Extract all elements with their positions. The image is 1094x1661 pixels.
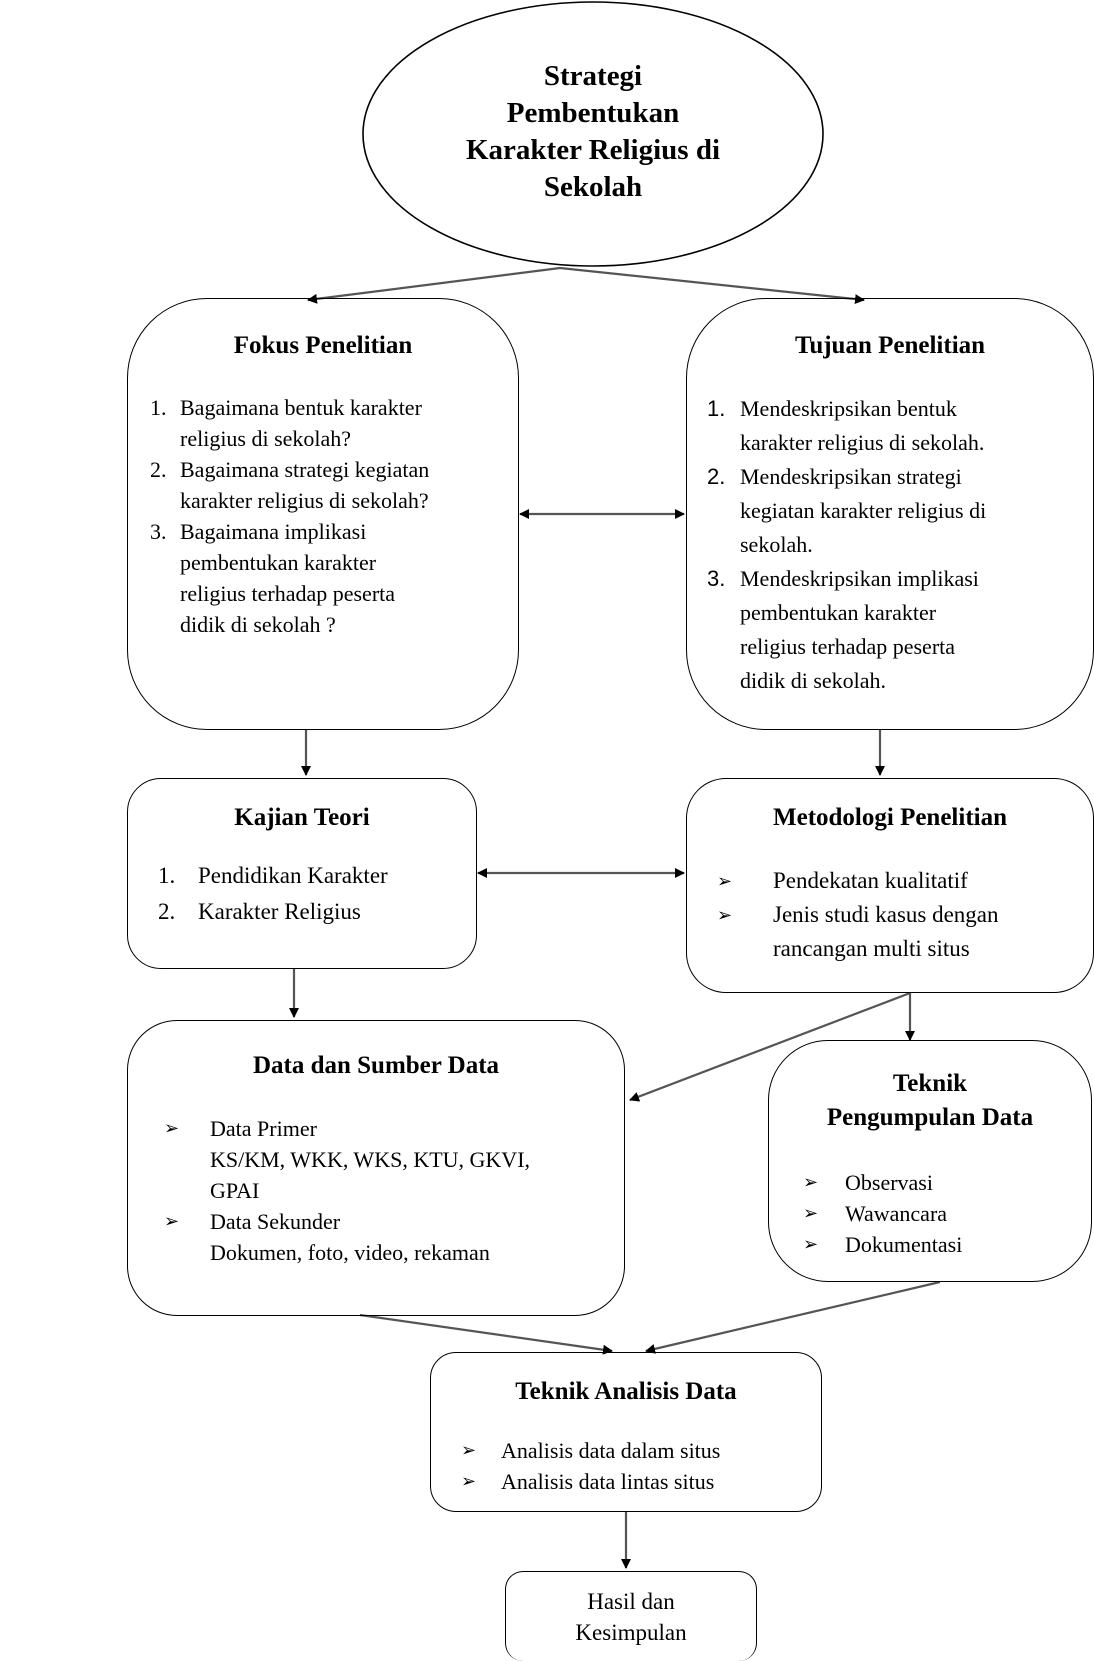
arrow-bullet-icon: ➢	[803, 1172, 819, 1192]
list-item: 3. Mendeskripsikan implikasi pembentukan…	[707, 566, 979, 693]
arrow-bullet-icon: ➢	[461, 1440, 477, 1460]
hasil-kesimpulan-box: Hasil dan Kesimpulan	[505, 1571, 757, 1661]
list-item: ➢ Wawancara	[803, 1198, 1089, 1229]
arrow-bullet-icon: ➢	[717, 871, 733, 891]
kajian-teori-box: Kajian Teori 1. Pendidikan Karakter 2. K…	[127, 778, 477, 969]
list-item: ➢ Jenis studi kasus dengan rancangan mul…	[717, 898, 1091, 966]
tujuan-penelitian-title: Tujuan Penelitian	[794, 332, 986, 359]
data-sumber-title: Data dan Sumber Data	[252, 1052, 500, 1079]
list-item: ➢ Data Primer KS/KM, WKK, WKS, KTU, GKVI…	[164, 1113, 624, 1206]
fokus-penelitian-box: Fokus Penelitian 1. Bagaimana bentuk kar…	[127, 298, 519, 730]
analisis-data-title: Teknik Analisis Data	[515, 1378, 737, 1405]
analisis-data-box: Teknik Analisis Data ➢ Analisis data dal…	[430, 1352, 822, 1512]
arrow-bullet-icon: ➢	[717, 905, 733, 925]
list-item: 1. Bagaimana bentuk karakter religius di…	[150, 395, 422, 451]
list-item: 2. Mendeskripsikan strategi kegiatan kar…	[707, 464, 987, 557]
fokus-penelitian-list: 1. Bagaimana bentuk karakter religius di…	[150, 392, 516, 640]
arrow-root-to-fokus	[307, 266, 561, 304]
pengumpulan-data-box: Teknik Pengumpulan Data ➢ Observasi ➢ Wa…	[768, 1040, 1092, 1282]
root-title: Strategi Pembentukan Karakter Religius d…	[465, 60, 721, 203]
arrow-bullet-icon: ➢	[164, 1118, 180, 1138]
arrow-pengumpulan-to-analisis	[645, 1280, 941, 1354]
metodologi-penelitian-title: Metodologi Penelitian	[773, 804, 1007, 831]
list-item: 1. Mendeskripsikan bentuk karakter relig…	[707, 396, 985, 455]
list-item: ➢ Dokumentasi	[803, 1229, 1089, 1260]
analisis-list: ➢ Analisis data dalam situs ➢ Analisis d…	[461, 1435, 819, 1497]
list-item: ➢ Observasi	[803, 1167, 1089, 1198]
list-item: ➢ Analisis data lintas situs	[461, 1466, 819, 1497]
data-sumber-list: ➢ Data Primer KS/KM, WKK, WKS, KTU, GKVI…	[164, 1113, 624, 1268]
tujuan-penelitian-list: 1. Mendeskripsikan bentuk karakter relig…	[707, 392, 1091, 698]
pengumpulan-list: ➢ Observasi ➢ Wawancara ➢ Dokumentasi	[803, 1167, 1089, 1260]
arrow-bullet-icon: ➢	[461, 1471, 477, 1491]
list-item: 1. Pendidikan Karakter	[158, 863, 388, 888]
list-item: 2. Karakter Religius	[158, 899, 361, 924]
list-item: ➢ Analisis data dalam situs	[461, 1435, 819, 1466]
metodologi-penelitian-box: Metodologi Penelitian ➢ Pendekatan kuali…	[686, 778, 1094, 993]
kajian-teori-list: 1. Pendidikan Karakter 2. Karakter Relig…	[158, 858, 474, 930]
fokus-penelitian-title: Fokus Penelitian	[233, 332, 413, 359]
data-sumber-box: Data dan Sumber Data ➢ Data Primer KS/KM…	[127, 1020, 625, 1316]
arrow-data-to-analisis	[359, 1313, 613, 1355]
arrow-root-to-tujuan	[559, 266, 865, 305]
list-item: 3. Bagaimana implikasi pembentukan karak…	[150, 519, 396, 637]
metodologi-list: ➢ Pendekatan kualitatif ➢ Jenis studi ka…	[717, 864, 1091, 966]
arrow-bullet-icon: ➢	[803, 1203, 819, 1223]
list-item: ➢ Data Sekunder Dokumen, foto, video, re…	[164, 1206, 624, 1268]
pengumpulan-data-title: Teknik Pengumpulan Data	[826, 1070, 1034, 1131]
kajian-teori-title: Kajian Teori	[234, 804, 370, 831]
hasil-kesimpulan-text: Hasil dan Kesimpulan	[575, 1589, 687, 1645]
arrow-bullet-icon: ➢	[164, 1211, 180, 1231]
list-item: 2. Bagaimana strategi kegiatan karakter …	[150, 457, 430, 513]
list-item: ➢ Pendekatan kualitatif	[717, 864, 1091, 898]
arrow-bullet-icon: ➢	[803, 1234, 819, 1254]
tujuan-penelitian-box: Tujuan Penelitian 1. Mendeskripsikan ben…	[686, 298, 1094, 730]
arrow-metodologi-to-data	[629, 991, 911, 1102]
